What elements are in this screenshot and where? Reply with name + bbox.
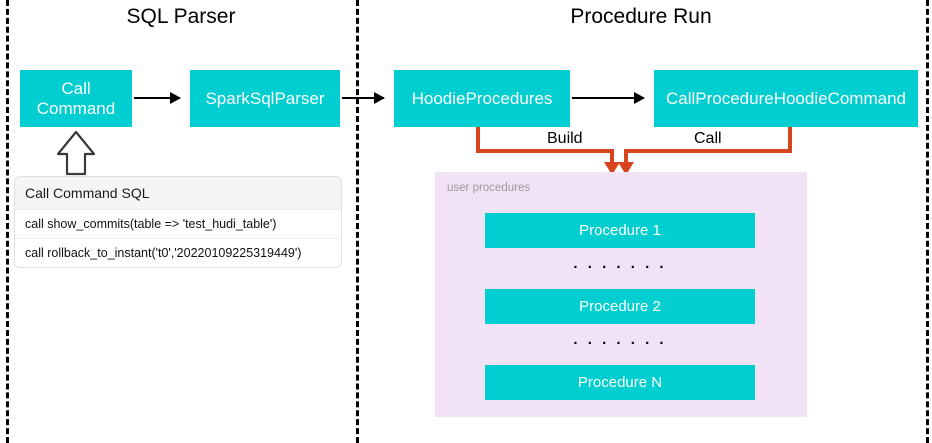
arrow-up-hollow-icon <box>56 130 96 176</box>
divider-middle <box>356 0 359 443</box>
procedure-item[interactable]: Procedure 1 <box>485 213 755 248</box>
connector-call-vertical-end <box>624 149 628 166</box>
node-call-command[interactable]: Call Command <box>20 70 132 127</box>
node-hoodie-procedures[interactable]: HoodieProcedures <box>394 70 570 127</box>
procedure-item[interactable]: Procedure N <box>485 365 755 400</box>
node-call-command-line2: Command <box>36 98 116 118</box>
user-procedures-panel: user procedures Procedure 1 . . . . . . … <box>435 172 807 417</box>
divider-right <box>926 0 929 443</box>
node-hoodie-procedures-label: HoodieProcedures <box>411 88 553 108</box>
arrow-call-command-to-parser-icon <box>134 92 181 104</box>
connector-build-vertical-start <box>476 127 480 153</box>
node-call-procedure-hoodie-command[interactable]: CallProcedureHoodieCommand <box>654 70 918 127</box>
edge-label-call: Call <box>690 130 726 148</box>
sql-statement-row[interactable]: call show_commits(table => 'test_hudi_ta… <box>15 210 341 239</box>
edge-label-build: Build <box>543 130 587 148</box>
arrow-parser-to-hoodie-procedures-icon <box>342 92 385 104</box>
node-call-command-line1: Call <box>61 78 91 98</box>
sql-card-header: Call Command SQL <box>15 177 341 210</box>
connector-build-arrowhead-icon <box>604 162 620 175</box>
connector-call-arrowhead-icon <box>618 162 634 175</box>
procedure-item[interactable]: Procedure 2 <box>485 289 755 324</box>
user-procedures-label: user procedures <box>447 182 531 194</box>
node-spark-sql-parser-label: SparkSqlParser <box>205 88 325 108</box>
procedures-ellipsis: . . . . . . . <box>573 331 667 348</box>
connector-call-vertical-start <box>788 127 792 153</box>
sql-statement-row[interactable]: call rollback_to_instant('t0','202201092… <box>25 246 302 260</box>
arrow-hoodie-procedures-to-command-icon <box>572 92 645 104</box>
call-command-sql-card: Call Command SQL call show_commits(table… <box>14 176 342 268</box>
node-call-procedure-hoodie-command-label: CallProcedureHoodieCommand <box>665 88 906 108</box>
node-spark-sql-parser[interactable]: SparkSqlParser <box>190 70 340 127</box>
section-title-procedure-run: Procedure Run <box>570 5 712 28</box>
connector-build-vertical-end <box>610 149 614 166</box>
procedures-ellipsis: . . . . . . . <box>573 255 667 272</box>
divider-left <box>6 0 9 443</box>
connector-build-horizontal <box>476 149 614 153</box>
section-title-sql-parser: SQL Parser <box>126 5 236 28</box>
connector-call-horizontal <box>624 149 792 153</box>
